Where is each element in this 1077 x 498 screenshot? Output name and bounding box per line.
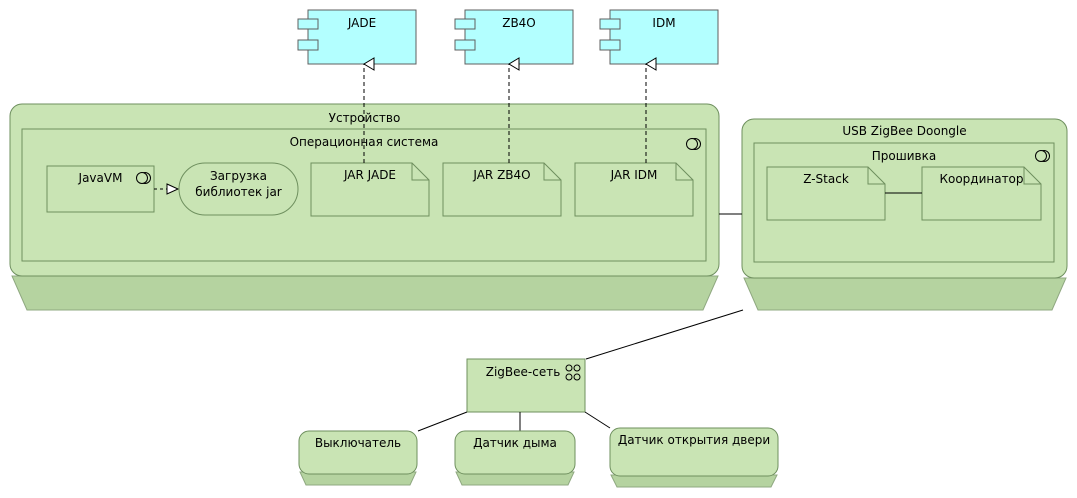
device-label-switch: Выключатель [314, 436, 402, 450]
link-network-switch [417, 411, 468, 432]
artifact-jar-zb4o[interactable] [442, 162, 562, 217]
device-door-sensor[interactable] [609, 427, 779, 488]
device-label-door: Датчик открытия двери [617, 433, 771, 447]
artifact-label-jar-jade: JAR JADE [343, 168, 397, 182]
artifact-jar-idm[interactable] [574, 162, 694, 217]
device-label-smoke: Датчик дыма [473, 436, 557, 450]
component-label-idm: IDM [652, 16, 676, 30]
component-label-jade: JADE [347, 16, 377, 30]
load-libraries-label: Загрузка библиотек jar [195, 169, 282, 199]
artifact-coordinator[interactable] [921, 166, 1042, 221]
os-title: Операционная система [289, 135, 439, 149]
coordinator-label: Координатор [939, 172, 1024, 186]
link-network-door [584, 411, 611, 429]
artifact-jar-jade[interactable] [310, 162, 430, 217]
javavm-label: JavaVM [78, 171, 123, 185]
device-title: Устройство [328, 111, 401, 125]
link-dongle-network [585, 309, 744, 360]
firmware-title: Прошивка [871, 149, 937, 163]
load-libraries-process[interactable] [178, 162, 299, 216]
device-switch[interactable] [298, 430, 418, 486]
artifact-label-jar-zb4o: JAR ZB4O [473, 168, 531, 182]
device-smoke-sensor[interactable] [454, 430, 576, 486]
artifact-z-stack[interactable] [766, 166, 886, 221]
artifact-label-jar-idm: JAR IDM [610, 168, 658, 182]
component-zb4o[interactable] [454, 9, 574, 65]
component-idm[interactable] [599, 9, 719, 65]
network-label: ZigBee-сеть [485, 365, 561, 379]
network-icon [565, 364, 581, 381]
dongle-title: USB ZigBee Doongle [842, 124, 967, 138]
component-label-zb4o: ZB4O [502, 16, 536, 30]
zigbee-network[interactable] [466, 358, 586, 413]
component-jade[interactable] [297, 9, 417, 65]
z-stack-label: Z-Stack [803, 172, 849, 186]
